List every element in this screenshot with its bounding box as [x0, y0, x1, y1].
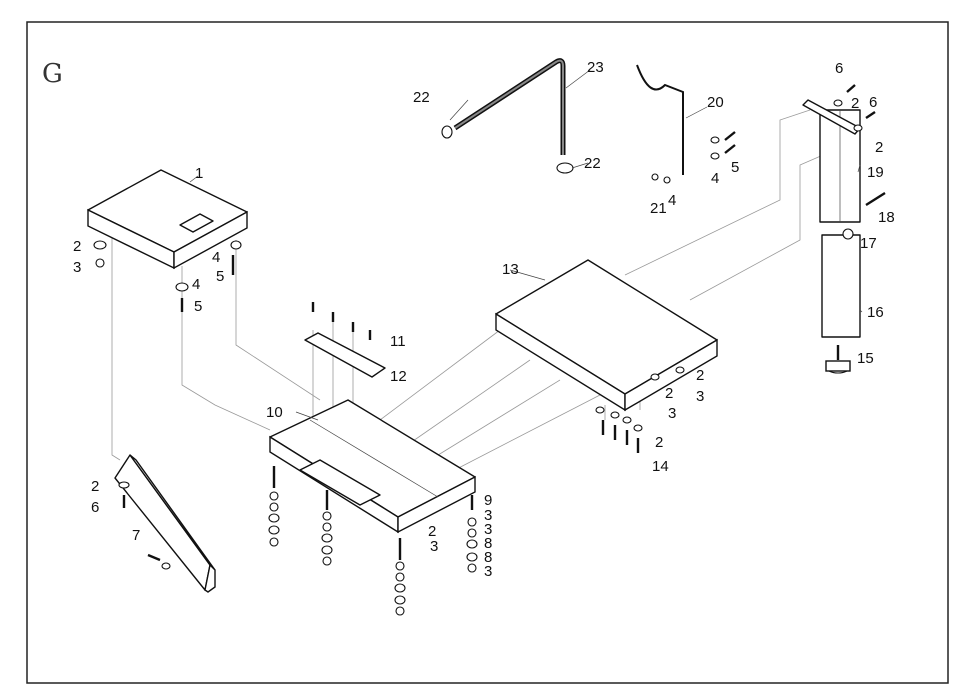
- bolts-part14: [595, 366, 685, 453]
- part-19-upper-column: [802, 84, 886, 223]
- callout: 3: [73, 259, 81, 276]
- callout: 22: [413, 89, 430, 106]
- bolt-stacks-part10: [268, 466, 478, 616]
- callout: 13: [502, 261, 519, 278]
- callout: 12: [390, 368, 407, 385]
- callout: 4: [668, 192, 676, 209]
- callout: 8: [484, 535, 492, 552]
- callout: 2: [428, 523, 436, 540]
- part-7-support-bracket: [114, 454, 216, 593]
- callout: 3: [696, 388, 704, 405]
- part-13-extension-table: [495, 259, 718, 412]
- callout: 6: [835, 60, 843, 77]
- callout: 16: [867, 304, 884, 321]
- callout: 6: [91, 499, 99, 516]
- part-10-base-table: [269, 399, 476, 534]
- callout: 1: [195, 165, 203, 182]
- callout: 3: [430, 538, 438, 555]
- callout: 6: [869, 94, 877, 111]
- callout: 14: [652, 458, 669, 475]
- callout: 2: [875, 139, 883, 156]
- leader-lines: [189, 69, 863, 421]
- callout: 2: [91, 478, 99, 495]
- callout: 3: [668, 405, 676, 422]
- callout: 4: [212, 249, 220, 266]
- callout: 8: [484, 549, 492, 566]
- callout: 2: [665, 385, 673, 402]
- section-letter: G: [42, 59, 63, 89]
- callout: 11: [390, 333, 406, 350]
- diagram-frame: [26, 21, 949, 684]
- assembly-lines: [111, 109, 831, 480]
- callout: 5: [194, 298, 202, 315]
- part-16-lower-column: [821, 228, 861, 374]
- callout: 9: [484, 492, 492, 509]
- callout: 4: [711, 170, 719, 187]
- part-12-plate: [304, 302, 386, 378]
- callout: 2: [696, 367, 704, 384]
- callout: 7: [132, 527, 140, 544]
- callout: 2: [73, 238, 81, 255]
- callout-numbers: 1 2 3 4 5 4 5 11 12 10 13 2 3 2 3 2 14 2…: [73, 59, 895, 580]
- callout: 2: [655, 434, 663, 451]
- callout: 4: [192, 276, 200, 293]
- callout: 19: [867, 164, 884, 181]
- part-23-rod: [441, 58, 574, 174]
- callout: 5: [731, 159, 739, 176]
- callout: 20: [707, 94, 724, 111]
- callout: 10: [266, 404, 283, 421]
- callout: 22: [584, 155, 601, 172]
- callout: 2: [851, 95, 859, 112]
- callout: 17: [860, 235, 877, 252]
- callout: 21: [650, 200, 667, 217]
- washers-nuts-part1: [93, 240, 242, 312]
- part-20-guard-wire: [636, 64, 736, 184]
- callout: 5: [216, 268, 224, 285]
- callout: 18: [878, 209, 895, 226]
- part-1-table-extension: [87, 169, 248, 270]
- callout: 3: [484, 521, 492, 538]
- callout: 23: [587, 59, 604, 76]
- callout: 15: [857, 350, 874, 367]
- callout: 3: [484, 563, 492, 580]
- callout: 3: [484, 507, 492, 524]
